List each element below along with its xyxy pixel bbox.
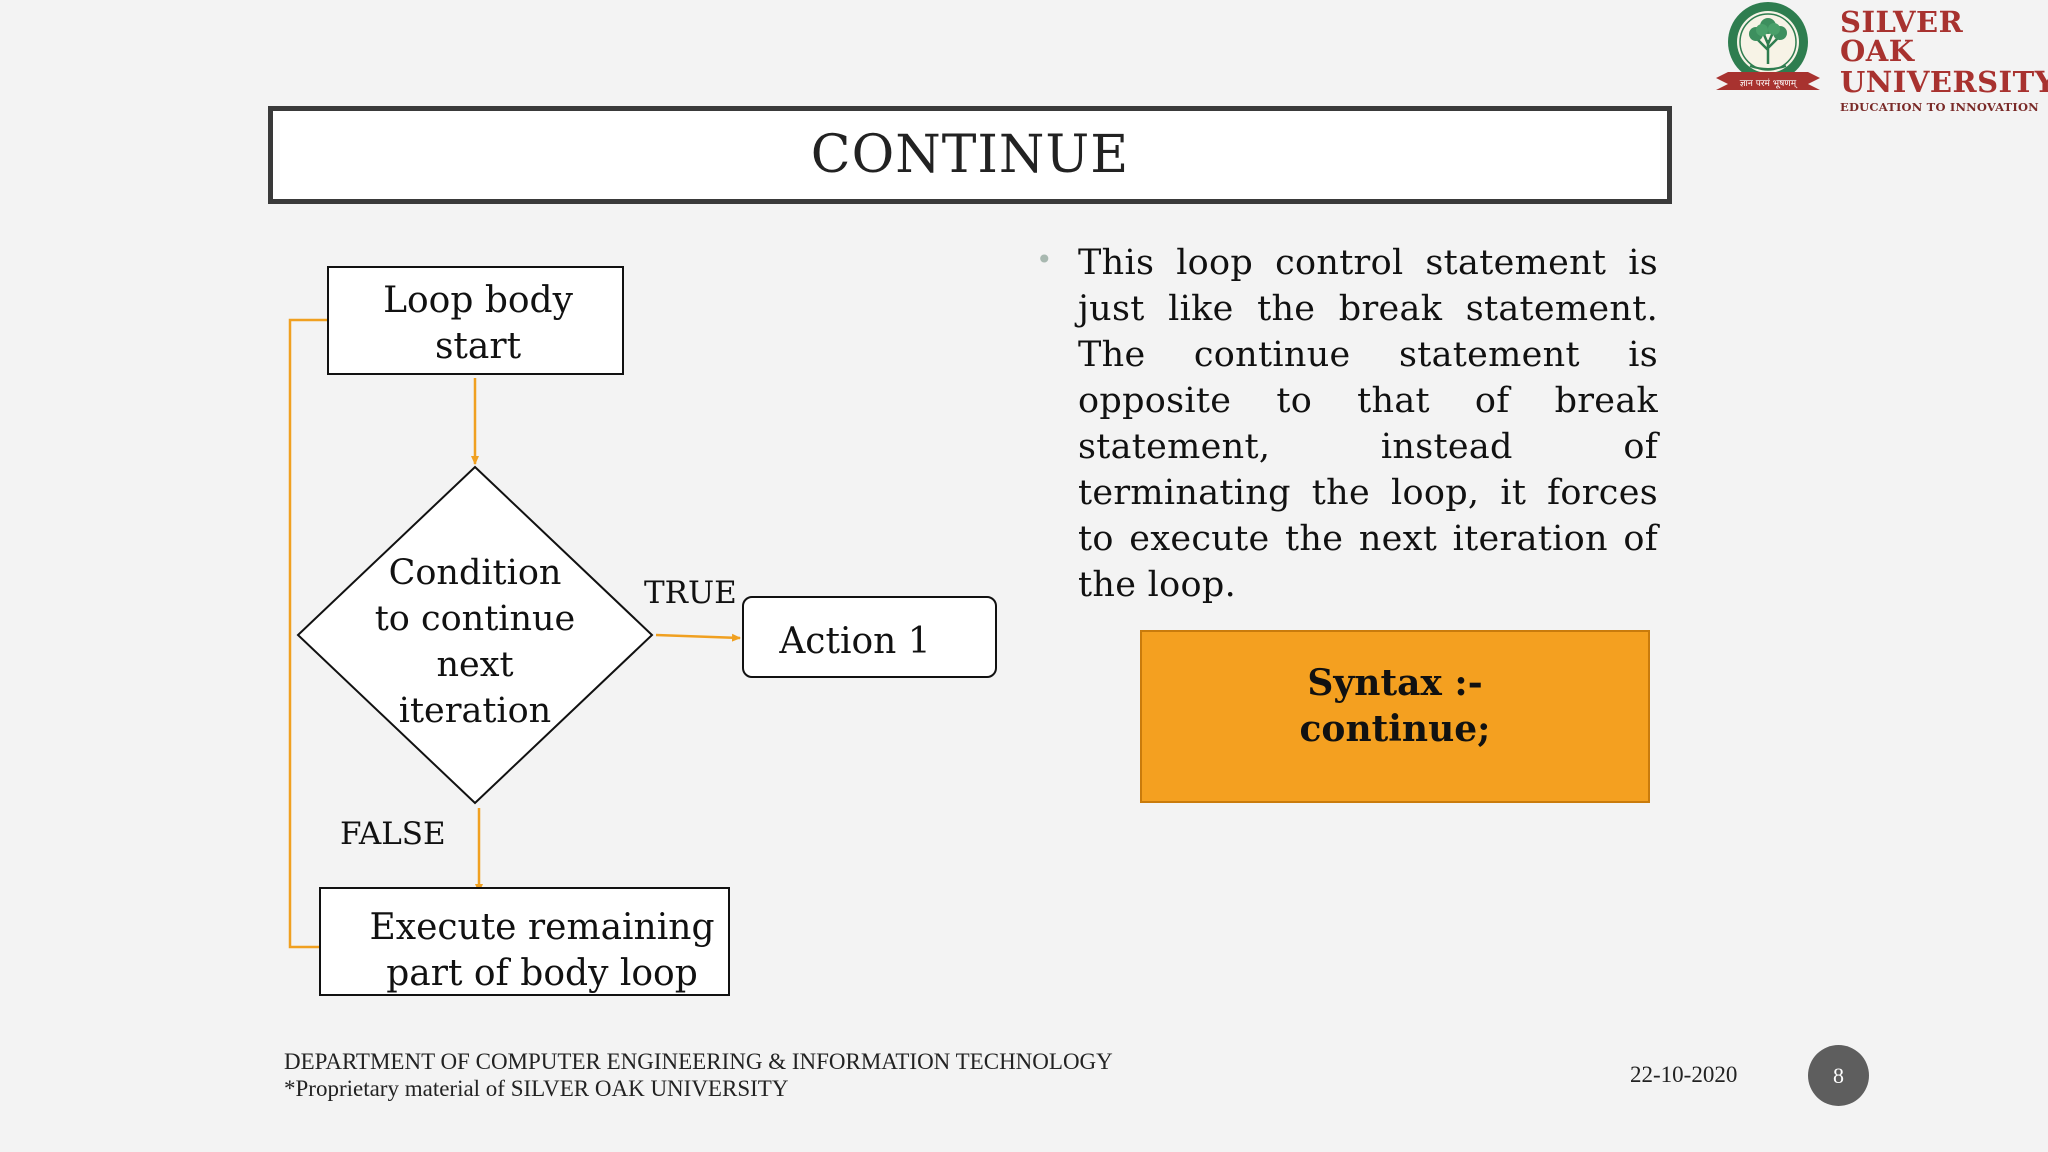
seal-icon [1728,2,1808,82]
logo-wordmark: SILVER OAK UNIVERSITY EDUCATION TO INNOV… [1840,8,2048,114]
false-label: FALSE [340,816,446,852]
execute-remaining-line1: Execute remaining [369,907,714,948]
action-1-box [742,596,997,678]
condition-line4: iteration [399,691,551,731]
loop-body-start-line1: Loop body [383,280,574,321]
university-logo: ज्ञान परमं भूषणम् [1716,2,1820,90]
condition-line2: to continue [375,599,576,639]
loop-body-start-box [327,266,624,375]
condition-line3: next [436,645,513,685]
bullet-text: This loop control statement is just like… [1078,243,1658,605]
logo-line-1: SILVER OAK [1840,5,1964,68]
syntax-heading: Syntax :- [1307,662,1483,704]
loop-body-start-line2: start [435,326,522,367]
arrow-true-to-action [655,633,741,642]
footer-department: DEPARTMENT OF COMPUTER ENGINEERING & INF… [284,1048,1113,1102]
condition-diamond [296,465,654,805]
true-label: TRUE [644,575,737,611]
action-1-label: Action 1 [778,621,930,662]
page-number: 8 [1833,1062,1844,1088]
loop-back-connector [288,318,328,949]
slide-title: CONTINUE [268,106,1672,204]
ribbon-text: ज्ञान परमं भूषणम् [1740,78,1798,89]
footer-date: 22-10-2020 [1630,1062,1738,1087]
ribbon-icon: ज्ञान परमं भूषणम् [1716,72,1820,90]
page-number-badge: 8 [1808,1045,1869,1106]
execute-remaining-line2: part of body loop [386,953,698,994]
execute-remaining-box [319,887,730,996]
footer-proprietary-line: *Proprietary material of SILVER OAK UNIV… [284,1076,789,1101]
syntax-box: Syntax :- continue; [1140,630,1650,803]
condition-line1: Condition [389,553,562,593]
slide-title-text: CONTINUE [810,125,1130,185]
bullet-icon: • [1036,243,1053,276]
logo-tagline: EDUCATION TO INNOVATION [1840,100,2039,114]
footer-department-line: DEPARTMENT OF COMPUTER ENGINEERING & INF… [284,1049,1113,1074]
logo-line-2: UNIVERSITY [1840,65,2048,99]
syntax-code: continue; [1299,708,1491,750]
